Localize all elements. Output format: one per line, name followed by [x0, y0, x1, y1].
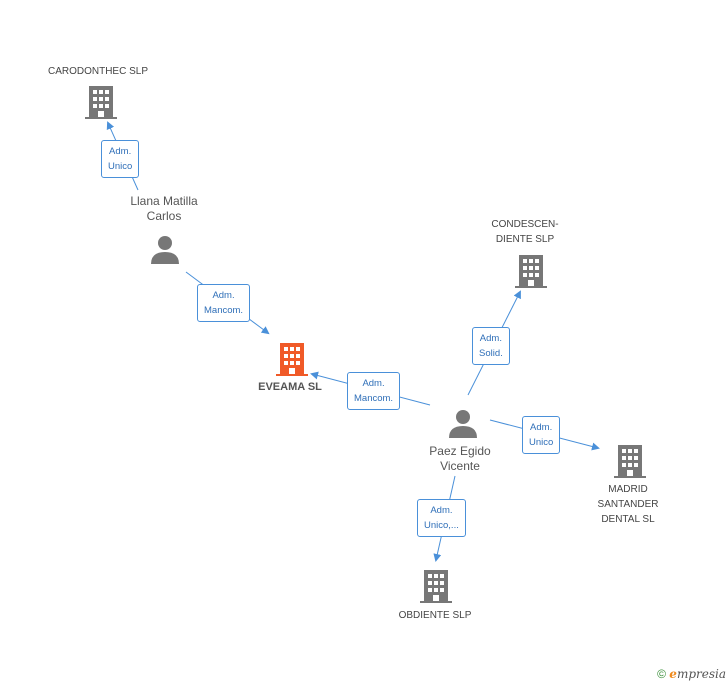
person-icon[interactable]: [448, 408, 478, 445]
copyright-icon: ©: [657, 667, 666, 681]
brand-first-letter: e: [669, 667, 677, 681]
footer-brand: © empresia: [657, 667, 726, 681]
brand-rest: mpresia: [676, 667, 726, 681]
relation-role: Adm.: [530, 422, 553, 433]
company-label-obdiente[interactable]: OBDIENTE SLP: [398, 610, 472, 621]
company-name-line2: SANTANDER: [597, 499, 659, 510]
relation-type: Solid.: [479, 348, 503, 359]
relation-role: Adm.: [109, 146, 132, 157]
company-name-line1: CONDESCEN-: [491, 219, 559, 230]
company-name-line2: DIENTE SLP: [495, 234, 555, 245]
relation-badge[interactable]: Adm. Mancom.: [197, 284, 251, 322]
relation-badge[interactable]: Adm. Unico,...: [417, 499, 466, 537]
brand-logo: empresia: [669, 667, 726, 681]
relation-badge[interactable]: Adm. Solid.: [472, 327, 510, 365]
relation-badge[interactable]: Adm. Unico: [522, 416, 561, 454]
company-name-line1: MADRID: [608, 484, 648, 495]
relation-badge[interactable]: Adm. Mancom.: [347, 372, 401, 410]
person-label-paez[interactable]: Paez Egido Vicente: [400, 444, 520, 474]
person-name-line1: Llana Matilla: [130, 194, 198, 208]
relation-type: Unico,...: [424, 520, 459, 531]
person-name-line1: Paez Egido: [429, 444, 491, 458]
relation-role: Adm.: [430, 505, 453, 516]
person-name-line2: Vicente: [440, 459, 480, 473]
main-company-building-icon[interactable]: [276, 341, 308, 382]
company-label-carodonthec[interactable]: CARODONTHEC SLP: [47, 66, 148, 77]
relation-type: Mancom.: [204, 305, 244, 316]
company-label-condescendiente[interactable]: CONDESCEN- DIENTE SLP: [470, 217, 580, 247]
person-icon[interactable]: [150, 234, 180, 271]
relation-type: Mancom.: [354, 393, 394, 404]
building-icon[interactable]: [420, 568, 452, 609]
relation-role: Adm.: [362, 378, 385, 389]
company-label-madrid[interactable]: MADRID SANTANDER DENTAL SL: [578, 482, 678, 527]
relation-role: Adm.: [479, 333, 502, 344]
relation-type: Unico: [108, 161, 133, 172]
relation-type: Unico: [529, 437, 554, 448]
company-name-line3: DENTAL SL: [601, 514, 655, 525]
person-label-llana[interactable]: Llana Matilla Carlos: [104, 194, 224, 224]
relation-role: Adm.: [212, 290, 235, 301]
building-icon[interactable]: [614, 443, 646, 484]
relation-badge[interactable]: Adm. Unico: [101, 140, 140, 178]
main-company-label[interactable]: EVEAMA SL: [258, 381, 322, 393]
building-icon[interactable]: [85, 84, 117, 125]
person-name-line2: Carlos: [146, 209, 182, 223]
building-icon[interactable]: [515, 253, 547, 294]
